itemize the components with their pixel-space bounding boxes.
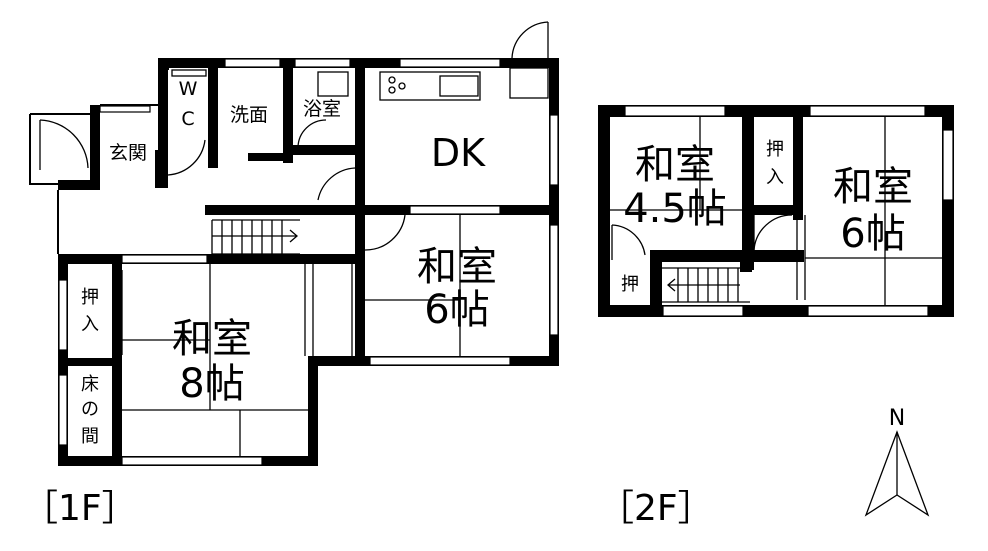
- label-genkan: 玄関: [109, 142, 147, 164]
- wall: [650, 250, 662, 310]
- floor1-label: ［1F］: [22, 488, 138, 529]
- wall: [158, 58, 168, 188]
- stair-2f: [662, 267, 750, 303]
- bathtub-icon: [317, 71, 349, 97]
- window: [58, 374, 68, 446]
- door-swing: [511, 21, 549, 59]
- wall: [155, 150, 168, 188]
- door-swing: [364, 214, 406, 251]
- wall: [58, 180, 100, 190]
- label-senmen: 洗面: [230, 104, 268, 126]
- window: [809, 105, 926, 117]
- wall: [740, 250, 752, 272]
- tatami-lines: [365, 215, 461, 356]
- label-washitsu6-1f: 和室: [417, 244, 497, 290]
- wall: [208, 58, 218, 168]
- north-compass: N: [864, 406, 930, 517]
- label-washitsu6-2f: 和室: [833, 164, 913, 210]
- kitchen-counter: [379, 71, 481, 101]
- wall: [58, 254, 68, 466]
- stove-icon: [388, 86, 396, 94]
- wall: [308, 356, 318, 466]
- tatami-lines: [805, 117, 942, 305]
- floor1-plan: W C 洗面 浴室 玄関 DK 和室 6帖 和室 8帖 押 入 床 の 間 ［1…: [22, 21, 559, 529]
- stair-1f: [211, 219, 300, 255]
- label-oshiire-1: 押: [81, 287, 99, 308]
- label-tokonoma-3: 間: [81, 426, 99, 447]
- label-6jo-2f: 6帖: [840, 211, 905, 257]
- window: [121, 456, 263, 466]
- label-45jo: 4.5帖: [623, 186, 727, 232]
- door-swing: [611, 224, 646, 256]
- wall: [283, 145, 363, 155]
- label-tokonoma-1: 床: [81, 374, 99, 395]
- wall: [355, 58, 365, 208]
- label-oshiire-2: 入: [81, 314, 99, 335]
- window: [121, 254, 208, 264]
- window: [942, 129, 954, 201]
- fusuma: [351, 264, 361, 356]
- wall: [754, 205, 799, 215]
- label-8jo: 8帖: [179, 361, 244, 407]
- label-oshi-small: 押: [621, 274, 639, 295]
- window: [58, 279, 68, 351]
- sink-icon: [439, 75, 479, 97]
- wall: [650, 250, 754, 262]
- stove-icon: [388, 76, 396, 84]
- door-swing: [39, 119, 89, 169]
- window: [409, 205, 501, 215]
- fridge-space: [509, 67, 549, 99]
- wall: [90, 105, 100, 185]
- window: [369, 356, 511, 366]
- wall: [205, 205, 360, 215]
- fusuma: [304, 264, 314, 356]
- wall: [754, 250, 804, 262]
- label-6jo-1f: 6帖: [424, 287, 489, 333]
- wall: [248, 153, 293, 161]
- wc-fixture: [171, 69, 207, 77]
- label-tokonoma-2: の: [81, 399, 99, 420]
- wall: [283, 58, 293, 163]
- floor2-plan: 和室 4.5帖 和室 6帖 押 入 押 ［2F］: [598, 105, 954, 529]
- wall: [742, 105, 754, 270]
- label-wc-w: W: [179, 78, 198, 100]
- label-washitsu8: 和室: [172, 316, 252, 362]
- door-swing: [317, 167, 356, 201]
- window: [399, 58, 501, 68]
- label-wc-c: C: [181, 108, 194, 130]
- label-oshiire2f-2: 入: [766, 167, 784, 188]
- door-swing: [297, 119, 327, 148]
- compass-n-label: N: [889, 406, 905, 431]
- window: [549, 114, 559, 186]
- wall: [68, 358, 118, 366]
- label-oshiire2f-1: 押: [766, 139, 784, 160]
- wall: [598, 105, 610, 317]
- wall: [793, 105, 803, 220]
- window: [224, 58, 281, 68]
- label-yokushitsu: 浴室: [303, 98, 341, 120]
- window: [624, 105, 726, 117]
- label-washitsu45: 和室: [635, 142, 715, 188]
- window: [549, 224, 559, 336]
- window: [662, 305, 744, 317]
- window: [294, 58, 351, 68]
- floor2-label: ［2F］: [598, 488, 714, 529]
- stove-icon: [398, 82, 406, 90]
- label-dk: DK: [431, 131, 486, 175]
- window: [807, 305, 929, 317]
- window: [99, 105, 151, 113]
- wall: [58, 254, 358, 264]
- door-swing: [167, 139, 206, 176]
- tatami-lines: [122, 264, 308, 456]
- door-swing: [753, 214, 793, 251]
- tatami-lines: [610, 117, 742, 211]
- genkan-porch: [29, 114, 60, 185]
